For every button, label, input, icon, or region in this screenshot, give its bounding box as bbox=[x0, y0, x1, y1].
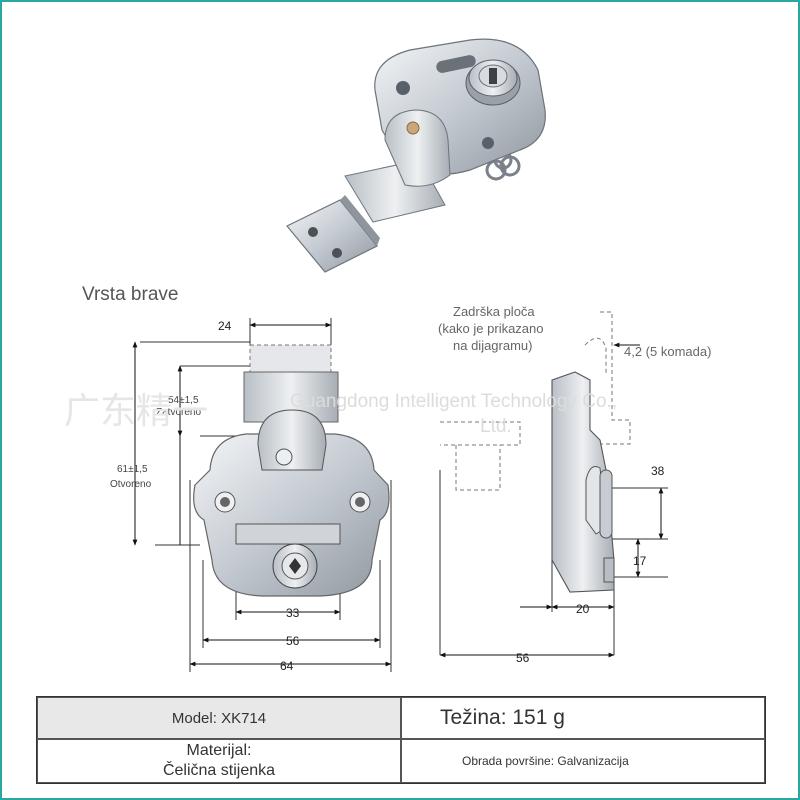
side-dimensions bbox=[439, 342, 664, 658]
finish-cell: Obrada površine: Galvanizacija bbox=[401, 739, 765, 783]
retainer-label-line2: (kako je prikazano bbox=[438, 321, 544, 336]
spec-table: Model: XK714 Težina: 151 g Materijal: Če… bbox=[36, 696, 766, 784]
watermark-cn: 广东精一 bbox=[64, 390, 208, 431]
watermark-en-line2: Ltd. bbox=[480, 416, 512, 437]
dim-56-label: 56 bbox=[286, 634, 300, 648]
retainer-label-line3: na dijagramu) bbox=[453, 338, 533, 353]
latch-product-photo bbox=[286, 38, 546, 273]
material-line2: Čelična stijenka bbox=[162, 762, 276, 779]
front-view-drawing bbox=[140, 318, 392, 672]
dim-20-label: 20 bbox=[576, 602, 590, 616]
front-dimensions bbox=[132, 322, 392, 667]
dim-64-label: 64 bbox=[280, 659, 294, 673]
dim-24-label: 24 bbox=[218, 319, 232, 333]
open-value-label: 61±1,5 bbox=[117, 464, 148, 475]
side-view-drawing bbox=[439, 311, 668, 655]
model-cell: Model: XK714 bbox=[37, 697, 401, 739]
retainer-label-line1: Zadrška ploča bbox=[453, 304, 535, 319]
strike-plate bbox=[286, 195, 380, 273]
dim-33-label: 33 bbox=[286, 606, 300, 620]
material-cell: Materijal: Čelična stijenka bbox=[37, 739, 401, 783]
open-label: Otvoreno bbox=[110, 479, 152, 490]
dim-38-label: 38 bbox=[651, 464, 665, 478]
closed-label: Zatvoreno bbox=[156, 407, 201, 418]
section-title: Vrsta brave bbox=[82, 284, 178, 305]
dim-17-label: 17 bbox=[633, 554, 647, 568]
material-line1: Materijal: bbox=[186, 742, 252, 759]
closed-value-label: 54±1,5 bbox=[168, 395, 199, 406]
watermark-en-line1: Guangdong Intelligent Technology Co., bbox=[290, 391, 617, 412]
weight-cell: Težina: 151 g bbox=[401, 697, 765, 739]
watermark: 广东精一 Guangdong Intelligent Technology Co… bbox=[64, 390, 617, 437]
lock-cylinder-photo bbox=[465, 59, 521, 106]
side-dim-56-label: 56 bbox=[516, 651, 530, 665]
holes-label: 4,2 (5 komada) bbox=[624, 344, 711, 359]
